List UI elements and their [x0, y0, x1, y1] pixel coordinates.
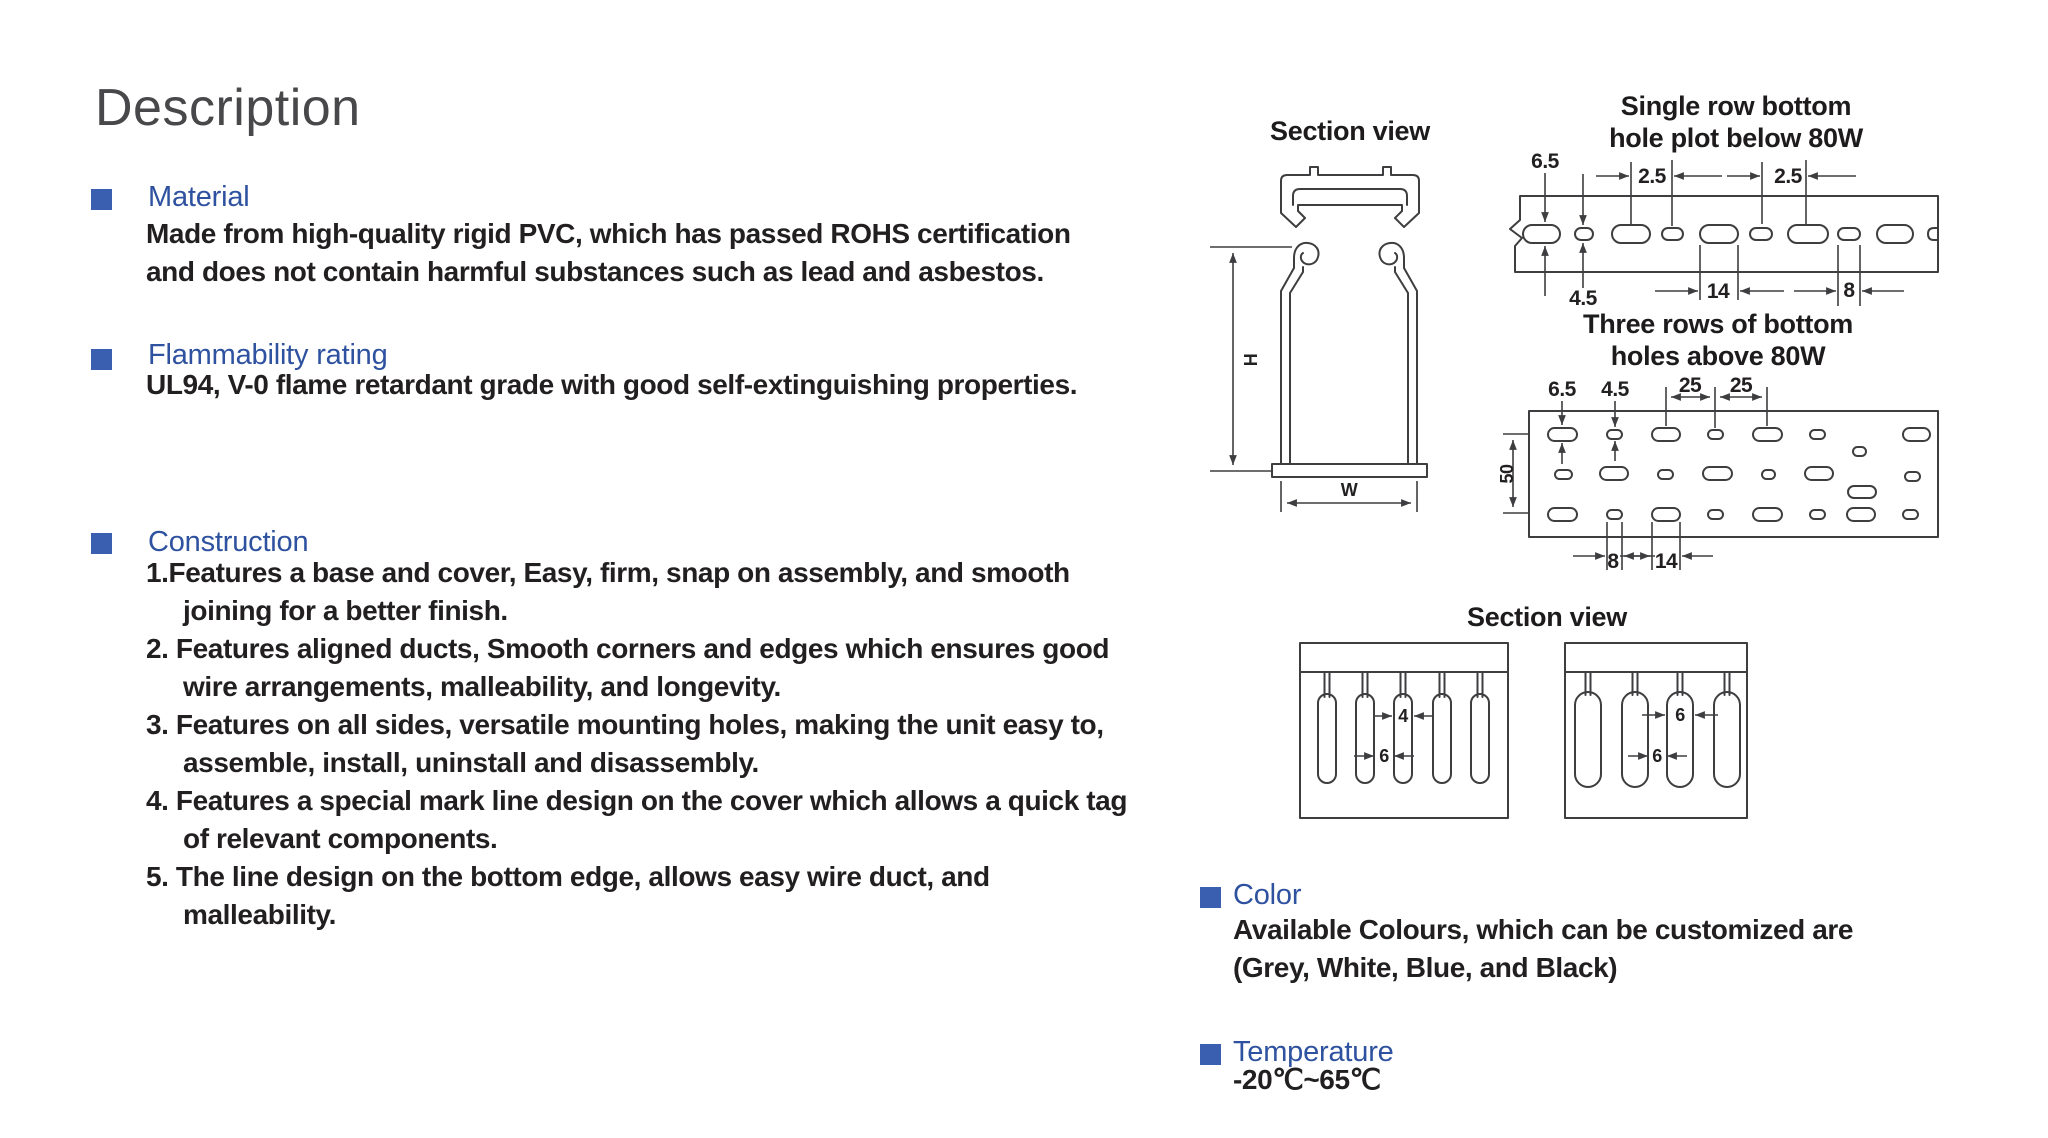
dim-6: 6	[1379, 746, 1389, 766]
construction-item-line: 4. Features a special mark line design o…	[146, 785, 1128, 816]
dim-4: 4	[1398, 706, 1408, 726]
dim-6-5: 6.5	[1548, 378, 1577, 401]
left-duct-section: 4 6	[1299, 642, 1509, 819]
material-body-line: Made from high-quality rigid PVC, which …	[146, 218, 1071, 249]
color-body-line: Available Colours, which can be customiz…	[1233, 914, 1854, 945]
figure-section-view-top: H W	[1210, 166, 1428, 512]
material-body-line: and does not contain harmful substances …	[146, 256, 1044, 287]
construction-item-line: 2. Features aligned ducts, Smooth corner…	[146, 633, 1110, 664]
strip-outline	[1509, 195, 1939, 273]
plate-outline	[1528, 410, 1939, 538]
duct-base-right-wall	[1378, 241, 1418, 465]
color-heading: Color	[1233, 879, 1302, 911]
plate-slots	[1547, 427, 1931, 522]
strip-dimensions: 6.5 4.5 2.5 2.5 14	[1531, 150, 1904, 310]
construction-item-line: 5. The line design on the bottom edge, a…	[146, 861, 990, 892]
construction-item-line: of relevant components.	[183, 823, 498, 854]
page-title: Description	[95, 79, 361, 137]
single-row-title: Single row bottom hole plot below 80W	[1609, 91, 1863, 153]
duct-cover-recess	[1292, 188, 1408, 206]
color-body: Available Colours, which can be customiz…	[1233, 911, 1853, 987]
temperature-bullet-icon	[1200, 1044, 1221, 1065]
dim-14: 14	[1655, 550, 1678, 573]
temperature-body-line: -20℃~65℃	[1233, 1064, 1381, 1095]
flammability-heading: Flammability rating	[148, 339, 388, 371]
construction-item-line: wire arrangements, malleability, and lon…	[183, 671, 781, 702]
three-rows-title: Three rows of bottom holes above 80W	[1583, 309, 1853, 371]
construction-item-line: assemble, install, uninstall and disasse…	[183, 747, 759, 778]
dim-50: 50	[1497, 464, 1517, 484]
figure-three-rows-holes: 6.5 4.5 25 25 50	[1497, 374, 1939, 573]
section-view-top-title: Section view	[1270, 116, 1430, 146]
construction-item-line: joining for a better finish.	[183, 595, 508, 626]
dim-25-b: 25	[1730, 374, 1753, 397]
dim-4-5: 4.5	[1569, 287, 1598, 310]
width-label: W	[1341, 480, 1358, 500]
temperature-heading: Temperature	[1233, 1036, 1394, 1068]
height-label: H	[1241, 354, 1261, 367]
duct-base-right-wall-inner	[1394, 266, 1409, 465]
figure-single-row-holes: 6.5 4.5 2.5 2.5 14	[1509, 150, 1939, 310]
strip-slots	[1522, 224, 1939, 244]
dim-4-5: 4.5	[1601, 378, 1630, 401]
material-heading: Material	[148, 181, 250, 213]
dim-14: 14	[1707, 280, 1730, 303]
flammability-body: UL94, V-0 flame retardant grade with goo…	[146, 366, 1078, 404]
duct-base-left-wall	[1280, 241, 1320, 465]
color-body-line: (Grey, White, Blue, and Black)	[1233, 952, 1618, 983]
section-view-bottom-title: Section view	[1467, 602, 1627, 632]
construction-item-line: malleability.	[183, 899, 337, 930]
right-duct-section: 6 6	[1564, 642, 1748, 819]
construction-bullet-icon	[91, 533, 112, 554]
plate-dimensions: 6.5 4.5 25 25 50	[1497, 374, 1768, 573]
flammability-body-line: UL94, V-0 flame retardant grade with goo…	[146, 369, 1078, 400]
material-body: Made from high-quality rigid PVC, which …	[146, 215, 1071, 291]
temperature-body: -20℃~65℃	[1233, 1061, 1381, 1099]
material-bullet-icon	[91, 189, 112, 210]
dim-8: 8	[1843, 279, 1855, 302]
width-dimension: W	[1280, 480, 1418, 512]
construction-item-line: 3. Features on all sides, versatile moun…	[146, 709, 1104, 740]
construction-list: 1.Features a base and cover, Easy, firm,…	[146, 554, 1127, 934]
dim-8: 8	[1607, 550, 1619, 573]
construction-item-line: 1.Features a base and cover, Easy, firm,…	[146, 557, 1070, 588]
dim-2-5-a: 2.5	[1638, 165, 1667, 188]
dim-6-5: 6.5	[1531, 150, 1560, 173]
duct-cover-profile	[1280, 166, 1420, 228]
color-bullet-icon	[1200, 887, 1221, 908]
dim-2-5-b: 2.5	[1774, 165, 1803, 188]
figure-section-view-bottom: 4 6 6 6	[1299, 642, 1748, 819]
construction-heading: Construction	[148, 526, 309, 558]
dim-6: 6	[1675, 705, 1685, 725]
dim-25-a: 25	[1679, 374, 1702, 397]
duct-base-bottom	[1271, 463, 1428, 478]
flammability-bullet-icon	[91, 349, 112, 370]
dim-6: 6	[1652, 746, 1662, 766]
duct-base-left-wall-inner	[1289, 266, 1304, 465]
height-dimension: H	[1210, 246, 1292, 472]
